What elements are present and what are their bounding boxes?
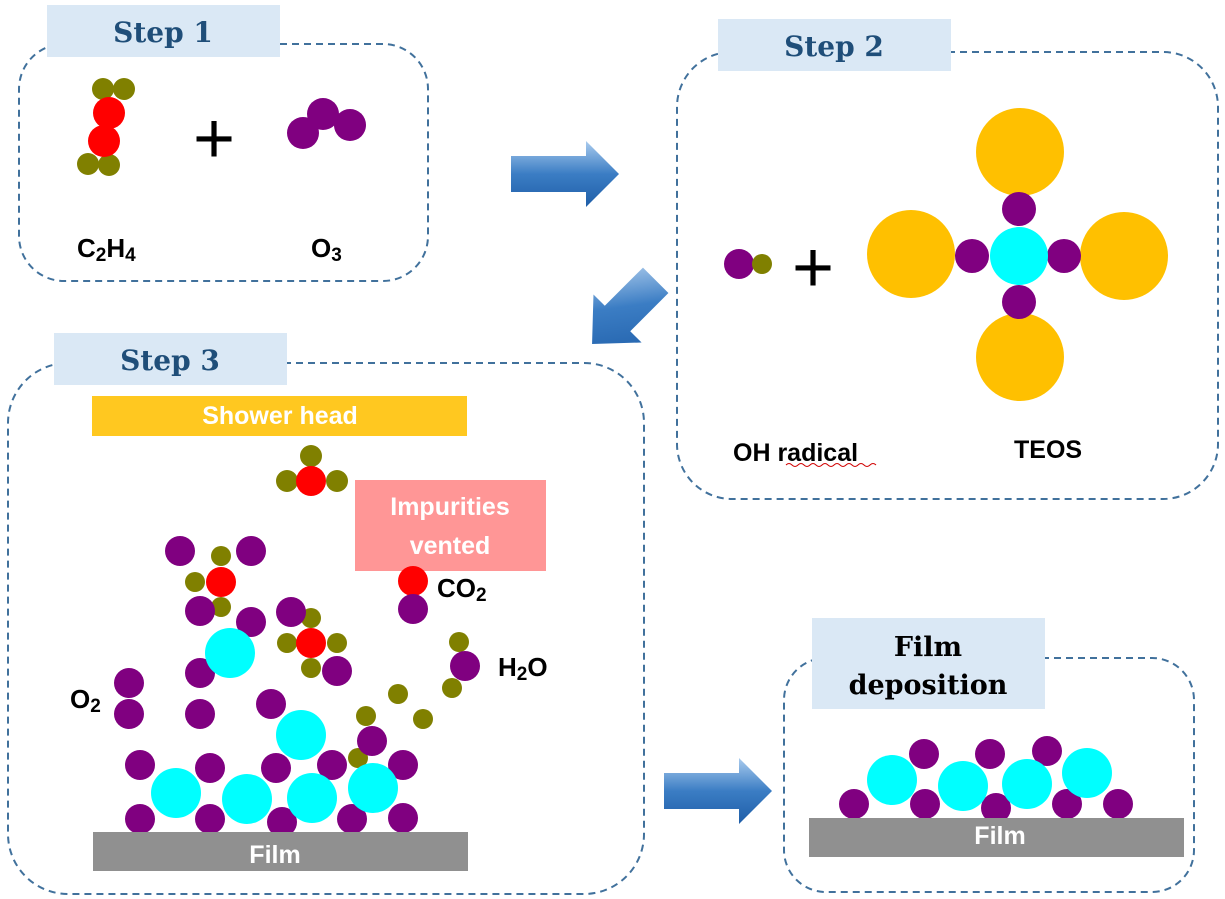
ethylene-label: C2H4: [77, 233, 136, 266]
teos-label: TEOS: [1014, 436, 1082, 464]
impurities-label-line2: vented: [410, 532, 491, 560]
step4-tab: [812, 618, 1045, 709]
deposited-film-cluster: [839, 736, 1133, 823]
film-bar-step4: [809, 818, 1184, 857]
step2-title: Step 2: [784, 30, 884, 63]
impurities-box: [355, 480, 546, 571]
step2-plus: +: [792, 228, 834, 308]
step3-tab: [54, 333, 287, 385]
step4-title-line2: deposition: [849, 670, 1008, 701]
down-left-arrow-icon: [592, 267, 669, 344]
step4-panel: Film deposition Film: [783, 618, 1195, 893]
ozone-label: O3: [311, 233, 342, 266]
film-label-step3: Film: [249, 841, 300, 869]
co2-label: CO2: [437, 573, 487, 606]
step3-panel: Step 3 Shower head Impurities vented CO2…: [7, 333, 645, 895]
spellcheck-underline: [785, 463, 877, 467]
h2o-molecule: [442, 632, 480, 698]
step2-tab: [718, 19, 951, 71]
shower-head-bar: [92, 396, 467, 436]
ethylene-molecule: [77, 78, 135, 176]
step3-title: Step 3: [120, 344, 220, 377]
right-arrow-icon: [511, 141, 619, 207]
reaction-cluster: [125, 536, 433, 837]
oh-radical-molecule: [724, 249, 772, 279]
teos-molecule: [867, 108, 1168, 401]
o2-label: O2: [70, 684, 101, 717]
step2-dashed-border: [676, 51, 1219, 500]
film-bar-step3: [93, 832, 468, 871]
step4-title-line1: Film: [894, 632, 962, 663]
step1-plus: +: [193, 99, 235, 179]
ozone-molecule: [287, 98, 366, 149]
oh-radical-label: OH radical: [733, 439, 858, 467]
step1-panel: Step 1 + C2H4 O3: [18, 5, 429, 282]
step1-tab: [47, 5, 280, 57]
shower-head-label: Shower head: [202, 402, 358, 430]
co2-molecule: [398, 566, 428, 624]
step2-panel: Step 2 + OH radical TEOS: [676, 19, 1219, 500]
o2-molecule: [114, 668, 144, 729]
ethylene-fragment-top: [276, 445, 348, 496]
right-arrow-icon: [664, 758, 772, 824]
step1-title: Step 1: [113, 16, 213, 49]
impurities-label-line1: Impurities: [390, 493, 509, 521]
film-label-step4: Film: [974, 822, 1025, 850]
step3-dashed-border: [7, 362, 645, 895]
h2o-label: H2O: [498, 652, 548, 685]
